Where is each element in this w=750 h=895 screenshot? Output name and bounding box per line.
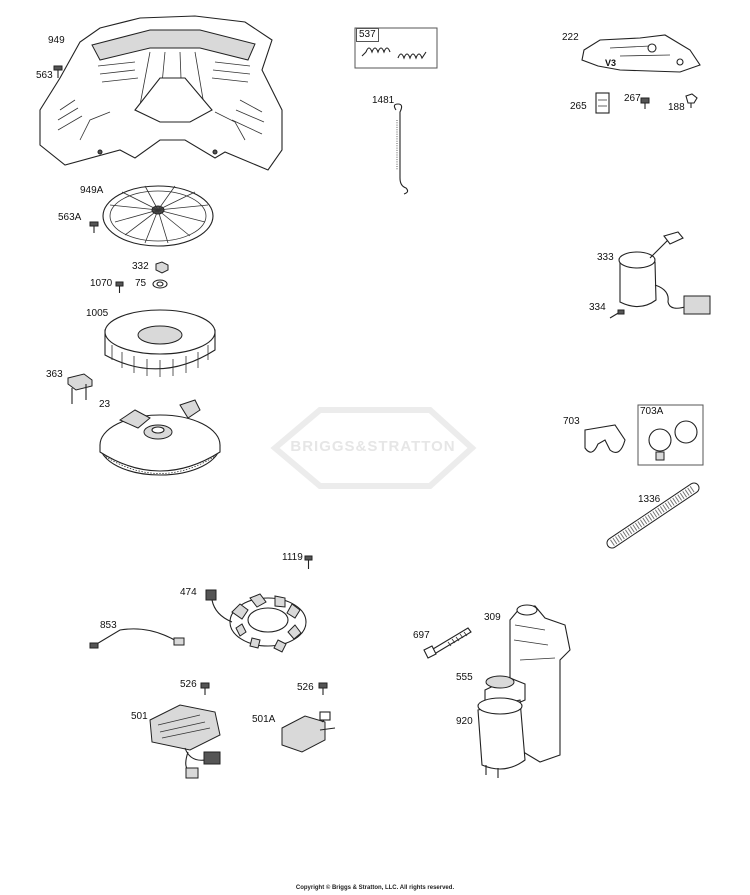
part-1481-link: [393, 103, 409, 195]
part-853-wire: [89, 628, 185, 649]
label-501: 501: [131, 711, 148, 722]
part-474-stator: [205, 589, 307, 653]
label-853: 853: [100, 620, 117, 631]
label-267: 267: [624, 93, 641, 104]
label-949A: 949A: [80, 185, 104, 196]
part-265-clip: [595, 92, 610, 114]
part-501A-regulator: [281, 711, 336, 753]
label-563: 563: [36, 70, 53, 81]
label-1336: 1336: [638, 494, 661, 505]
part-555-solenoid: [484, 675, 526, 713]
label-1481: 1481: [372, 95, 395, 106]
label-537: 537: [356, 28, 379, 42]
part-333-solenoid: [618, 231, 711, 315]
label-920: 920: [456, 716, 473, 727]
part-332-nut: [155, 261, 169, 274]
part-949A-screen: [102, 185, 214, 247]
label-501A: 501A: [252, 714, 276, 725]
part-75-washer: [152, 279, 168, 289]
watermark-logo: [270, 407, 477, 489]
label-697: 697: [413, 630, 430, 641]
label-474: 474: [180, 587, 197, 598]
label-332: 332: [132, 261, 149, 272]
part-23-flywheel: [99, 399, 221, 476]
part-526-screw-b: [318, 682, 328, 695]
label-703A: 703A: [640, 406, 664, 417]
part-563A-screw: [89, 221, 99, 233]
part-949-blower-housing: [39, 15, 283, 171]
part-1336-conduit: [606, 482, 700, 549]
bracket-mark-v3: V3: [605, 58, 617, 68]
label-363: 363: [46, 369, 63, 380]
part-563-screw: [53, 65, 63, 78]
label-526-b: 526: [297, 682, 314, 693]
label-563A: 563A: [58, 212, 82, 223]
label-188: 188: [668, 102, 685, 113]
part-526-screw-a: [200, 682, 210, 695]
part-188-screw: [685, 93, 698, 108]
label-334: 334: [589, 302, 606, 313]
label-1070: 1070: [90, 278, 113, 289]
part-1119-screw: [304, 555, 313, 569]
part-501-regulator: [149, 704, 221, 779]
copyright-notice: Copyright © Briggs & Stratton, LLC. All …: [295, 885, 455, 891]
label-75: 75: [135, 278, 147, 289]
part-267-screw: [640, 97, 650, 109]
part-1070-screw: [115, 281, 124, 293]
part-363-bracket: [67, 373, 93, 404]
label-1005: 1005: [86, 308, 109, 319]
part-222-bracket: [581, 34, 701, 73]
label-703: 703: [563, 416, 580, 427]
part-334-screw: [609, 309, 625, 319]
label-23: 23: [99, 399, 111, 410]
label-222: 222: [562, 32, 579, 43]
label-265: 265: [570, 101, 587, 112]
label-949: 949: [48, 35, 65, 46]
part-703-clip: [584, 424, 626, 453]
label-526-a: 526: [180, 679, 197, 690]
part-309-starter-motor: [509, 604, 571, 763]
part-920-motor-body: [477, 697, 526, 778]
label-309: 309: [484, 612, 501, 623]
label-333: 333: [597, 252, 614, 263]
label-555: 555: [456, 672, 473, 683]
part-1005-fan: [104, 309, 216, 377]
part-703A-clamps: [637, 404, 704, 466]
label-1119: 1119: [282, 552, 303, 563]
part-697-bolt: [423, 627, 472, 659]
watermark-text: BRIGGS&STRATTON: [290, 438, 456, 455]
